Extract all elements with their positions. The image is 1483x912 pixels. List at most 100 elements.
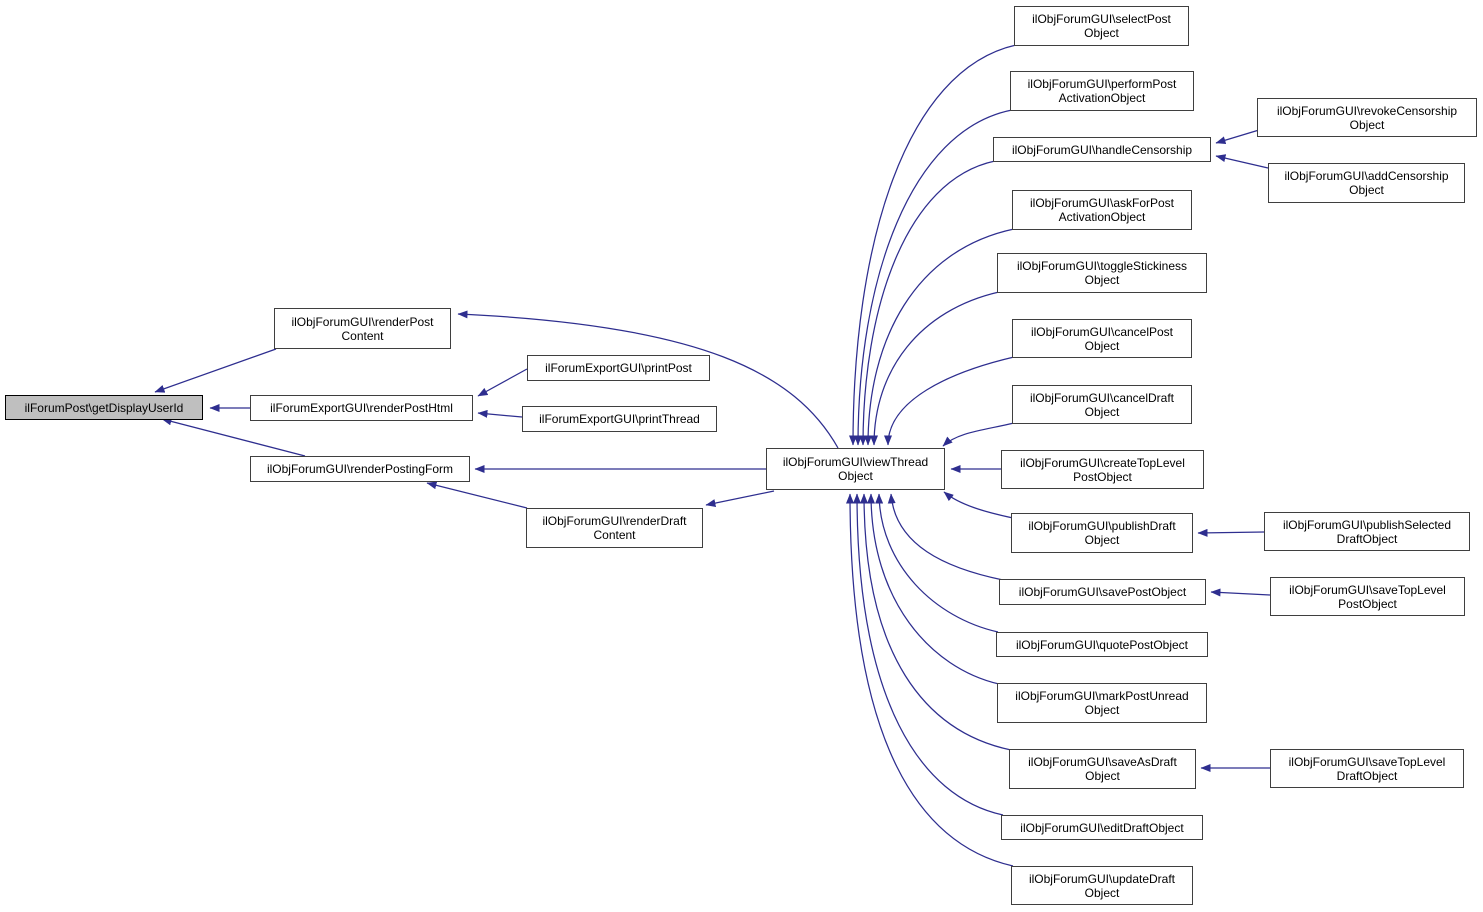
edge-publish-selected-draft-to-publish-draft <box>1197 528 1265 537</box>
edge-render-post-content-to-get-display-user-id <box>154 348 277 393</box>
graph-node-label: Object <box>1084 885 1120 900</box>
graph-node-save-post[interactable]: ilObjForumGUI\savePostObject <box>999 579 1206 605</box>
graph-node-label: ilObjForumGUI\handleCensorship <box>1011 142 1193 157</box>
graph-node-quote-post[interactable]: ilObjForumGUI\quotePostObject <box>996 632 1208 657</box>
edge-save-post-to-view-thread <box>887 493 1004 581</box>
graph-node-label: ilObjForumGUI\saveTopLevel <box>1288 754 1446 769</box>
edge-print-thread-to-render-post-html <box>477 409 523 418</box>
graph-node-label: ilObjForumGUI\viewThread <box>782 455 929 469</box>
edge-add-censorship-to-handle-censorship <box>1215 154 1269 169</box>
graph-node-label: ilObjForumGUI\quotePostObject <box>1015 637 1189 652</box>
graph-node-render-posting-form[interactable]: ilObjForumGUI\renderPostingForm <box>250 456 470 482</box>
graph-node-label: Object <box>1349 183 1384 197</box>
graph-node-label: Object <box>838 469 873 483</box>
graph-node-print-post[interactable]: ilForumExportGUI\printPost <box>527 355 710 381</box>
graph-node-render-post-html[interactable]: ilForumExportGUI\renderPostHtml <box>250 395 473 421</box>
graph-node-label: ilObjForumGUI\renderDraft <box>542 514 687 528</box>
edge-publish-draft-to-view-thread <box>943 491 1014 519</box>
edge-view-thread-to-render-post-content <box>457 310 839 449</box>
graph-node-label: ilObjForumGUI\saveAsDraft <box>1028 755 1177 769</box>
graph-node-label: ilObjForumGUI\toggleStickiness <box>1016 259 1188 273</box>
edge-cancel-post-to-view-thread <box>884 356 1015 446</box>
edge-cancel-draft-to-view-thread <box>942 422 1015 447</box>
graph-node-label: ilObjForumGUI\revokeCensorship <box>1276 103 1458 118</box>
graph-node-label: Object <box>1084 533 1120 547</box>
graph-node-label: Object <box>1084 338 1120 353</box>
graph-node-label: ActivationObject <box>1058 210 1146 224</box>
edge-perform-post-activation-to-view-thread <box>854 109 1013 446</box>
edge-render-draft-content-to-render-posting-form <box>426 481 528 509</box>
graph-node-label: ilObjForumGUI\saveTopLevel <box>1289 582 1446 597</box>
graph-node-label: ilObjForumGUI\publishDraft <box>1028 519 1176 533</box>
graph-node-label: ilObjForumGUI\editDraftObject <box>1020 820 1184 835</box>
graph-node-label: Object <box>1084 404 1120 419</box>
edge-print-post-to-render-post-html <box>477 368 528 397</box>
edge-select-post-to-view-thread <box>849 44 1017 446</box>
graph-node-handle-censorship[interactable]: ilObjForumGUI\handleCensorship <box>993 137 1211 162</box>
graph-node-label: DraftObject <box>1336 768 1398 783</box>
graph-node-label: ilObjForumGUI\createTopLevel <box>1020 455 1185 470</box>
graph-node-label: Content <box>341 328 384 343</box>
edge-toggle-stickiness-to-view-thread <box>870 291 1000 446</box>
graph-node-label: ilForumPost\getDisplayUserId <box>24 400 184 415</box>
edge-update-draft-to-view-thread <box>846 493 1014 867</box>
edge-quote-post-to-view-thread <box>875 493 999 633</box>
graph-node-label: ilObjForumGUI\savePostObject <box>1018 585 1187 599</box>
graph-node-get-display-user-id[interactable]: ilForumPost\getDisplayUserId <box>5 395 203 420</box>
graph-node-edit-draft[interactable]: ilObjForumGUI\editDraftObject <box>1001 815 1203 840</box>
graph-node-label: ilObjForumGUI\askForPost <box>1029 196 1175 210</box>
graph-node-label: Object <box>1084 26 1119 40</box>
graph-node-label: Object <box>1084 703 1120 717</box>
graph-node-label: ilObjForumGUI\renderPostingForm <box>266 462 454 476</box>
graph-node-label: Object <box>1349 117 1385 132</box>
graph-node-label: ilObjForumGUI\addCensorship <box>1284 169 1449 183</box>
edge-render-posting-form-to-get-display-user-id <box>161 417 306 457</box>
edge-edit-draft-to-view-thread <box>853 493 1004 816</box>
graph-node-label: ilObjForumGUI\performPost <box>1027 77 1177 91</box>
graph-node-label: ilObjForumGUI\publishSelected <box>1282 517 1452 532</box>
edge-view-thread-to-render-draft-content <box>705 490 775 508</box>
graph-node-label: ilForumExportGUI\renderPostHtml <box>270 401 453 415</box>
graph-node-label: ilObjForumGUI\cancelPost <box>1030 324 1174 339</box>
graph-node-label: PostObject <box>1073 469 1132 484</box>
graph-node-label: ilObjForumGUI\selectPost <box>1032 12 1171 26</box>
graph-node-label: ilForumExportGUI\printPost <box>545 361 692 375</box>
edge-mark-post-unread-to-view-thread <box>867 493 1000 685</box>
edge-revoke-censorship-to-handle-censorship <box>1215 129 1260 145</box>
graph-node-label: Content <box>593 528 636 542</box>
graph-node-label: ilObjForumGUI\renderPost <box>291 314 434 329</box>
graph-node-print-thread[interactable]: ilForumExportGUI\printThread <box>522 406 717 432</box>
edge-save-as-draft-to-view-thread <box>860 493 1012 751</box>
graph-node-label: ActivationObject <box>1058 91 1146 105</box>
edge-save-top-level-post-to-save-post <box>1210 588 1271 597</box>
graph-node-label: Object <box>1085 769 1120 783</box>
edge-ask-for-post-activation-to-view-thread <box>864 228 1015 446</box>
graph-node-label: ilObjForumGUI\updateDraft <box>1028 871 1176 886</box>
graph-node-label: DraftObject <box>1336 531 1398 546</box>
graph-node-label: ilObjForumGUI\markPostUnread <box>1015 689 1189 703</box>
edge-handle-censorship-to-view-thread <box>859 160 996 446</box>
graph-node-label: ilForumExportGUI\printThread <box>539 412 700 426</box>
graph-node-label: Object <box>1084 273 1120 287</box>
